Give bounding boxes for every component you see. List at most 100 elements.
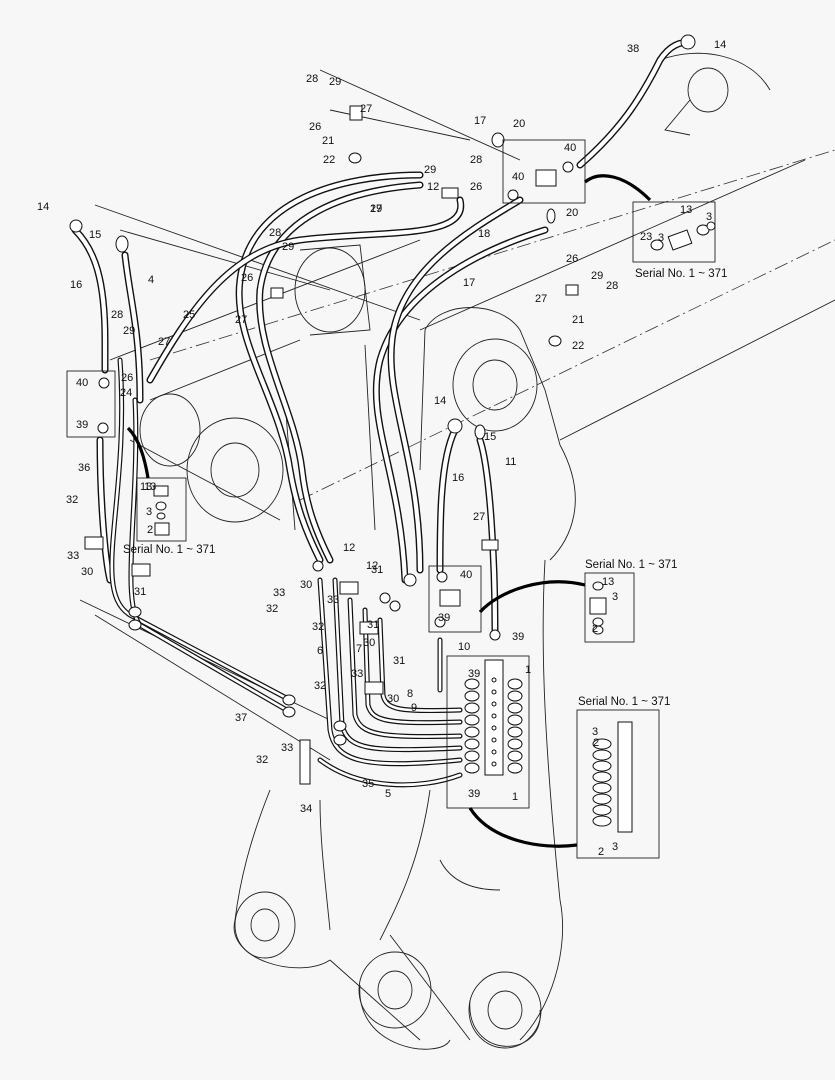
fitting	[131, 563, 151, 577]
fitting	[299, 739, 311, 785]
callout-28: 28	[269, 227, 281, 239]
fitting	[339, 581, 359, 595]
callout-40: 40	[512, 171, 524, 183]
inset-manifold-fitting	[592, 738, 612, 750]
callout-36: 36	[78, 462, 90, 474]
fitting	[282, 706, 296, 718]
callout-3: 3	[612, 841, 618, 853]
manifold-fitting	[507, 726, 523, 738]
callout-39: 39	[512, 631, 524, 643]
detail-arrows	[126, 174, 652, 848]
callout-27: 27	[158, 336, 170, 348]
callout-21: 21	[572, 314, 584, 326]
fitting	[364, 681, 384, 695]
callout-16: 16	[452, 472, 464, 484]
callout-9: 9	[411, 702, 417, 714]
fitting	[535, 169, 557, 187]
callout-38: 38	[627, 43, 639, 55]
callout-8: 8	[407, 688, 413, 700]
boom-structure	[79, 52, 835, 1050]
manifold-fitting	[464, 762, 480, 774]
callout-27: 27	[370, 203, 382, 215]
manifold-fitting	[464, 702, 480, 714]
inset-manifold-fitting	[592, 760, 612, 772]
callout-6: 6	[317, 645, 323, 657]
fitting	[98, 377, 110, 389]
callout-33: 33	[67, 550, 79, 562]
callout-33: 33	[281, 742, 293, 754]
fitting	[97, 422, 109, 434]
callout-26: 26	[241, 272, 253, 284]
fitting	[333, 720, 347, 732]
callout-3: 3	[706, 211, 712, 223]
callout-32: 32	[66, 494, 78, 506]
inset-manifold-fitting	[592, 804, 612, 816]
callout-31: 31	[367, 619, 379, 631]
callout-33: 33	[351, 668, 363, 680]
fitting	[128, 606, 142, 618]
manifold-port	[491, 713, 497, 719]
callout-3: 3	[592, 726, 598, 738]
fitting	[349, 105, 363, 121]
manifold-fitting	[507, 678, 523, 690]
fitting	[282, 694, 296, 706]
callout-33: 33	[327, 594, 339, 606]
fitting	[348, 152, 362, 164]
manifold-fitting	[507, 762, 523, 774]
callout-3: 3	[612, 591, 618, 603]
callout-17: 17	[474, 115, 486, 127]
callout-29: 29	[123, 325, 135, 337]
manifold-fitting	[507, 690, 523, 702]
fitting	[491, 132, 505, 148]
manifold-fitting	[507, 714, 523, 726]
callout-29: 29	[282, 241, 294, 253]
callout-31: 31	[371, 564, 383, 576]
serial-note-lower-right: Serial No. 1 ~ 371	[578, 696, 670, 708]
callout-5: 5	[385, 788, 391, 800]
fitting	[270, 287, 284, 299]
manifold-port	[491, 677, 497, 683]
inset-manifold-fitting	[592, 782, 612, 794]
manifold-fitting	[464, 714, 480, 726]
callout-34: 34	[300, 803, 312, 815]
callout-2: 2	[592, 623, 598, 635]
callout-26: 26	[309, 121, 321, 133]
fitting	[474, 424, 486, 440]
manifold-block	[464, 659, 523, 776]
manifold-port	[491, 701, 497, 707]
serial-notes: Serial No. 1 ~ 371 Serial No. 1 ~ 371 Se…	[123, 268, 727, 708]
manifold-port	[491, 689, 497, 695]
manifold-port	[491, 737, 497, 743]
callout-19: 19	[370, 203, 382, 215]
callout-39: 39	[76, 419, 88, 431]
callout-14: 14	[37, 201, 49, 213]
detail-insets	[153, 221, 716, 833]
callout-39: 39	[468, 668, 480, 680]
callout-30: 30	[81, 566, 93, 578]
callout-17: 17	[463, 277, 475, 289]
fitting	[548, 335, 562, 347]
callout-27: 27	[473, 511, 485, 523]
callout-29: 29	[424, 164, 436, 176]
callout-11: 11	[505, 456, 516, 468]
callout-13: 13	[140, 481, 152, 493]
fitting	[312, 560, 324, 572]
callout-4: 4	[148, 274, 154, 286]
callout-12: 12	[427, 181, 439, 193]
callout-33: 33	[273, 587, 285, 599]
fitting	[379, 592, 391, 604]
callout-30: 30	[300, 579, 312, 591]
callout-30: 30	[363, 637, 375, 649]
callout-29: 29	[329, 76, 341, 88]
manifold-fitting	[507, 750, 523, 762]
fitting	[507, 189, 519, 201]
callout-26: 26	[470, 181, 482, 193]
callout-7: 7	[356, 643, 362, 655]
fitting	[680, 34, 696, 50]
callout-20: 20	[566, 207, 578, 219]
callout-27: 27	[360, 103, 372, 115]
callout-3: 3	[146, 506, 152, 518]
fitting	[403, 573, 417, 587]
callout-21: 21	[322, 135, 334, 147]
